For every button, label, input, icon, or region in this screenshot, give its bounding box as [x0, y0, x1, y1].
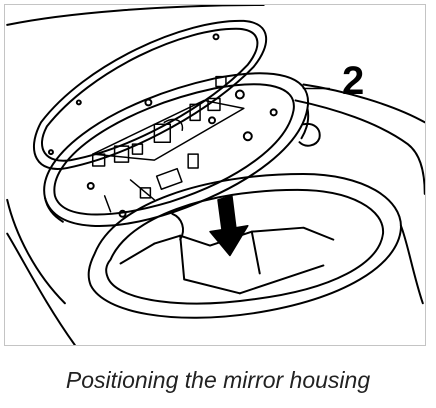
- mirror-housing-illustration: [6, 5, 425, 345]
- arrow-down-icon: [209, 195, 249, 257]
- housing-base: [43, 72, 310, 227]
- figure-caption: Positioning the mirror housing: [65, 367, 371, 393]
- headliner-panel: [6, 5, 425, 345]
- step-number-label: 2: [342, 59, 365, 103]
- illustration-frame: 2: [4, 4, 426, 346]
- housing-lid: [32, 19, 268, 171]
- ceiling-recess: [87, 173, 402, 319]
